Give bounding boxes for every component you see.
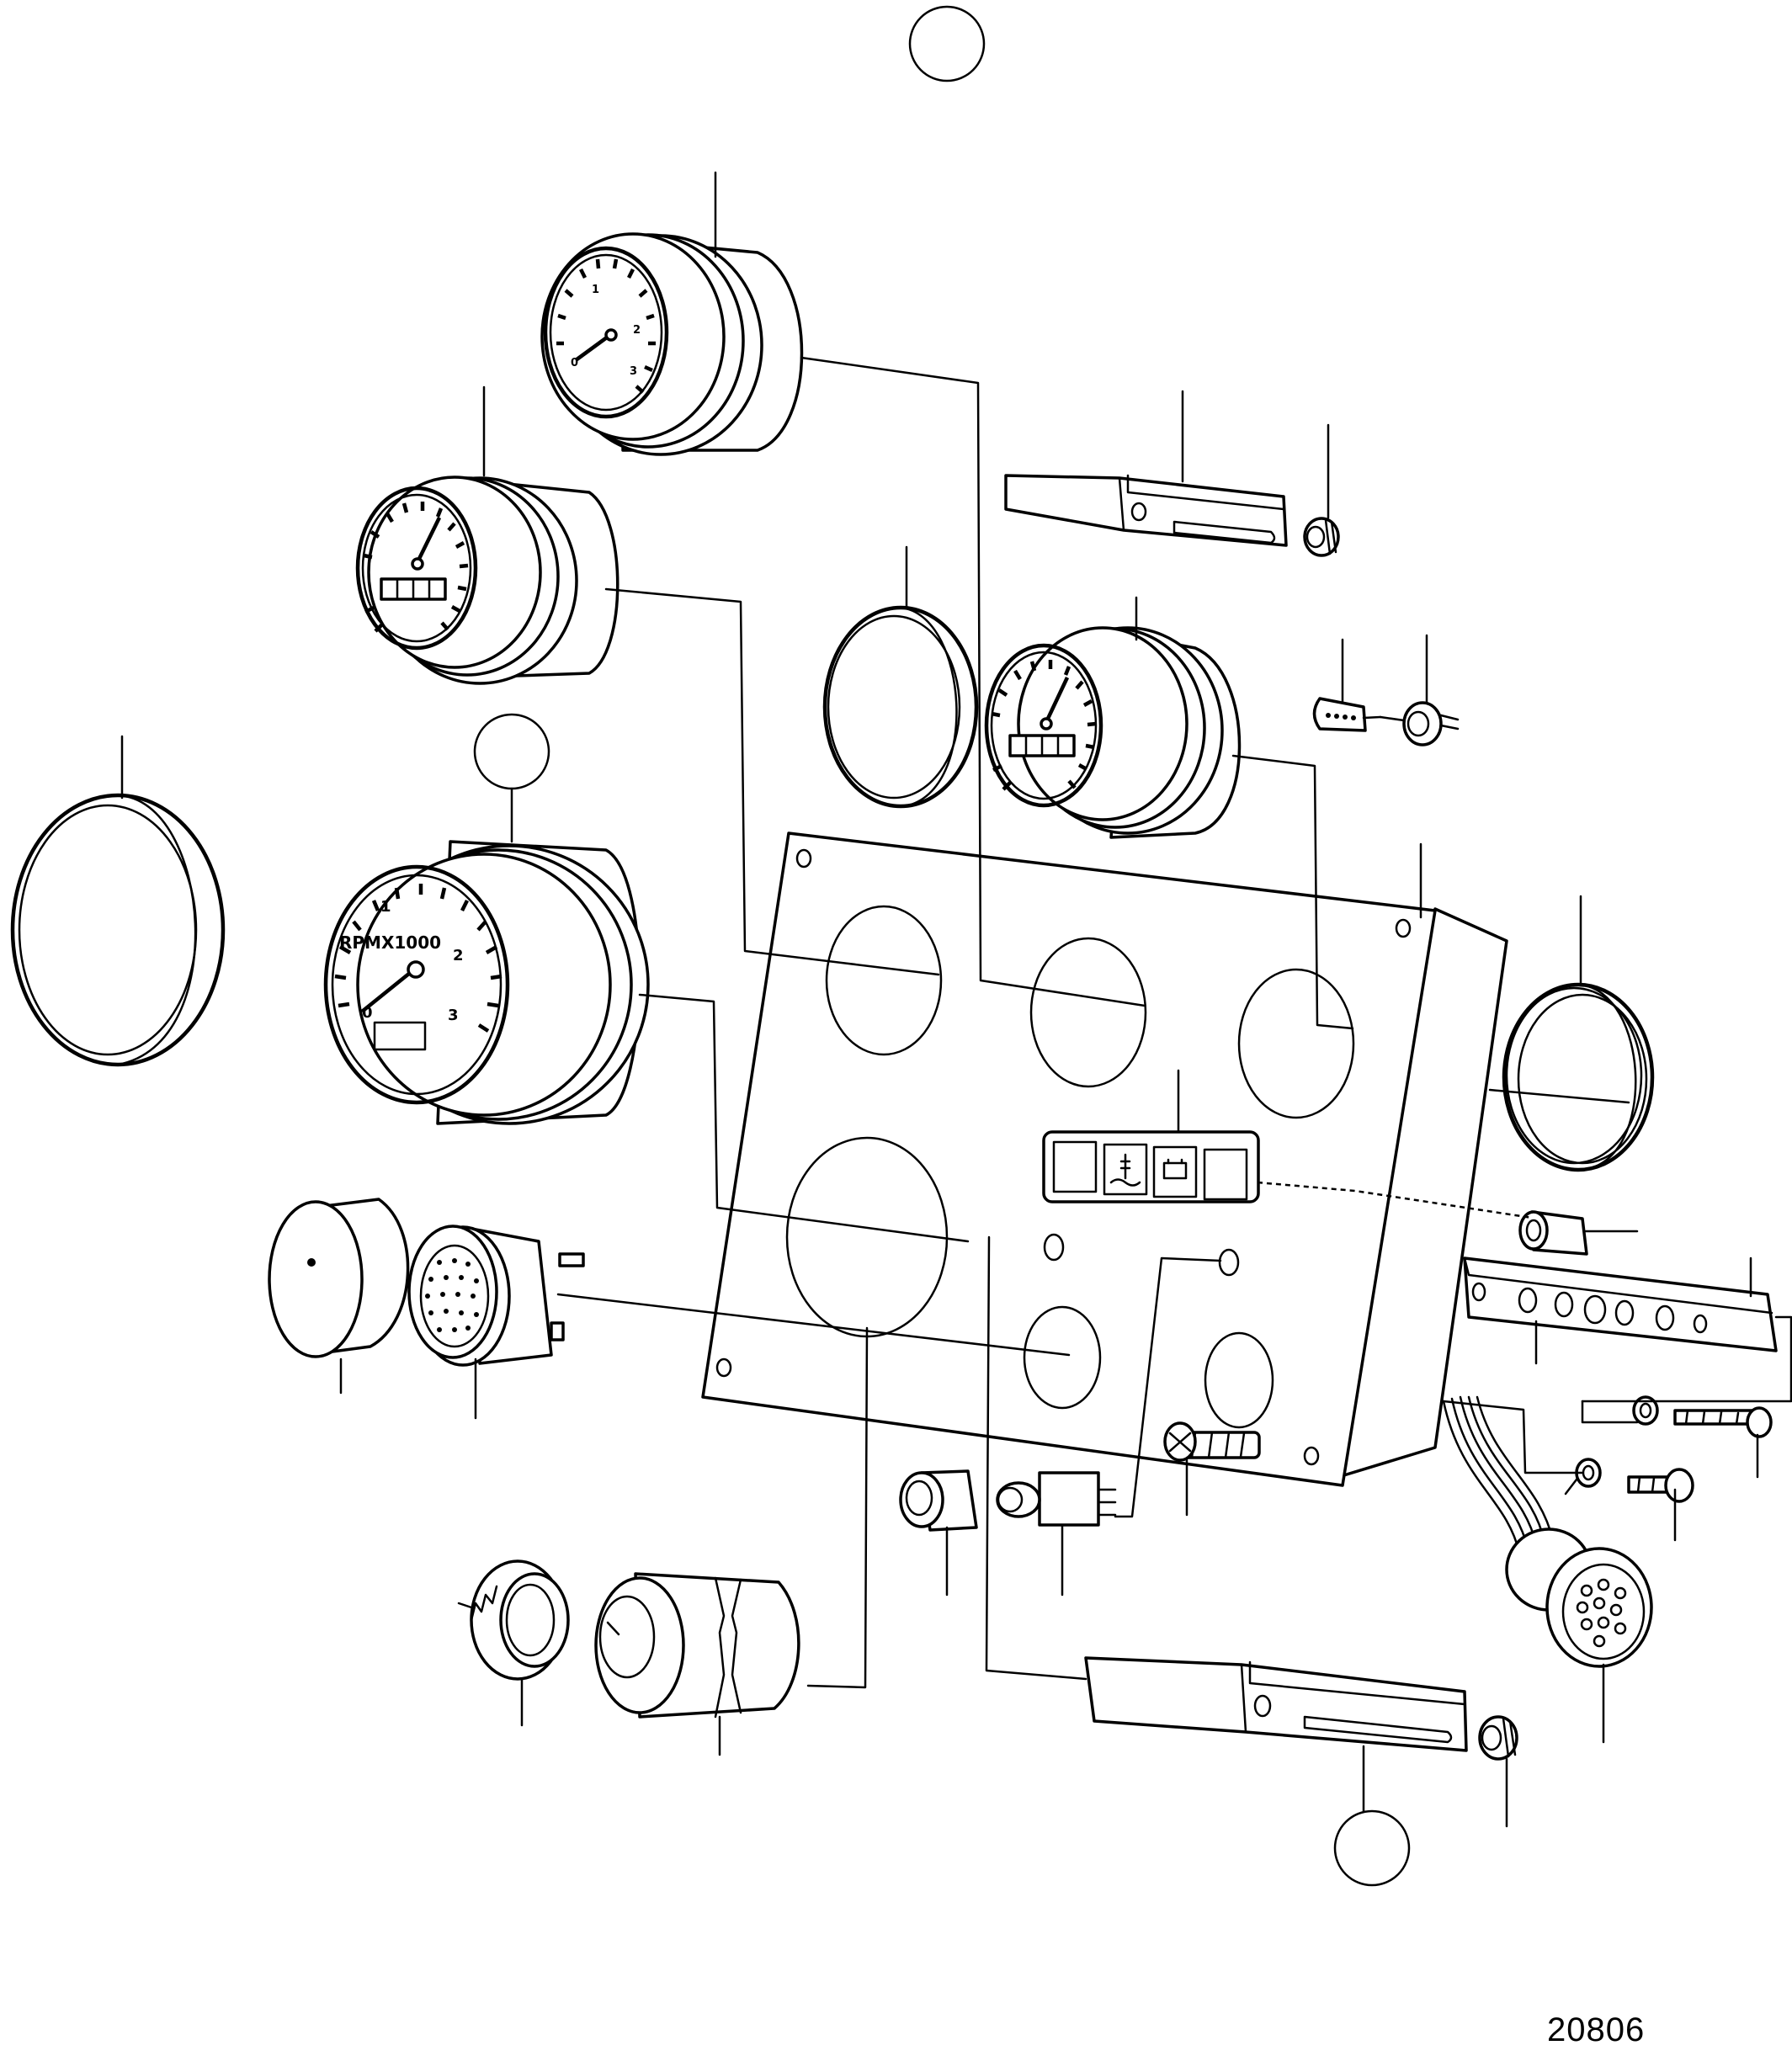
instrument-panel (701, 831, 1653, 1668)
temperature-warning-icon (1109, 1153, 1141, 1187)
tachometer-small-scale-label-0: 0 (571, 357, 578, 369)
tachometer-large: RPMX1000 0 1 2 3 (323, 840, 650, 1125)
tachometer-large-scale-label-1: 1 (380, 898, 391, 916)
tachometer-small-scale-label-3: 3 (630, 365, 637, 378)
bulb-socket (1379, 701, 1460, 746)
panel-screw (1163, 1421, 1261, 1462)
tachometer-small-scale (556, 258, 656, 394)
long-screw (1673, 1406, 1773, 1438)
drawing-number: 20806 (1547, 2011, 1646, 2048)
tachometer-small-needle (574, 333, 612, 362)
bezel-ring-large (10, 793, 226, 1067)
toggle-switch (996, 1471, 1117, 1527)
lamp-holder (1518, 1210, 1588, 1256)
reference-circle-top (908, 5, 986, 82)
tachometer-small-scale-label-1: 1 (592, 284, 599, 296)
buzzer-cap (268, 1198, 410, 1358)
tachometer-small: 0 1 2 3 (540, 232, 804, 456)
battery-warning-icon (1162, 1158, 1188, 1180)
gauge-center-scale (991, 660, 1097, 791)
cigarette-lighter (594, 1572, 800, 1719)
bulb (1312, 697, 1382, 732)
reference-circle-bottom (1333, 1809, 1411, 1887)
gauge-left (355, 475, 619, 685)
tachometer-large-scale-label-2: 2 (453, 947, 464, 964)
leader-lines (120, 171, 1792, 1828)
assembly-connection-lines (556, 356, 1630, 1689)
buzzer-holes (425, 1258, 479, 1332)
round-connector (1505, 1527, 1653, 1668)
tachometer-large-unit-label: RPMX1000 (339, 932, 441, 953)
bezel-ring-medium (822, 605, 979, 809)
tachometer-small-scale-label-2: 2 (633, 324, 641, 337)
tachometer-large-scale (334, 884, 503, 1033)
bezel-ring-right (1502, 982, 1655, 1172)
warning-light-panel (1042, 1130, 1260, 1203)
washer-1 (1632, 1395, 1659, 1426)
push-button (899, 1469, 978, 1532)
gauge-center (984, 626, 1242, 839)
lighter-nut (470, 1559, 570, 1681)
tachometer-large-display (373, 1021, 427, 1051)
tachometer-large-needle (360, 968, 416, 1013)
buzzer (407, 1225, 585, 1367)
knurled-nut-top (1303, 517, 1340, 557)
mounting-bracket-bottom (1084, 1656, 1468, 1752)
tachometer-large-scale-label-3: 3 (448, 1007, 459, 1024)
short-screw (1627, 1468, 1694, 1503)
wiring-harness (1442, 1395, 1555, 1554)
reference-circle-middle (473, 713, 550, 790)
mounting-bracket-top (1004, 474, 1288, 547)
gauge-left-scale (363, 502, 469, 633)
knurled-nut-bottom (1478, 1715, 1518, 1761)
rail-bracket-right (1463, 1256, 1778, 1352)
